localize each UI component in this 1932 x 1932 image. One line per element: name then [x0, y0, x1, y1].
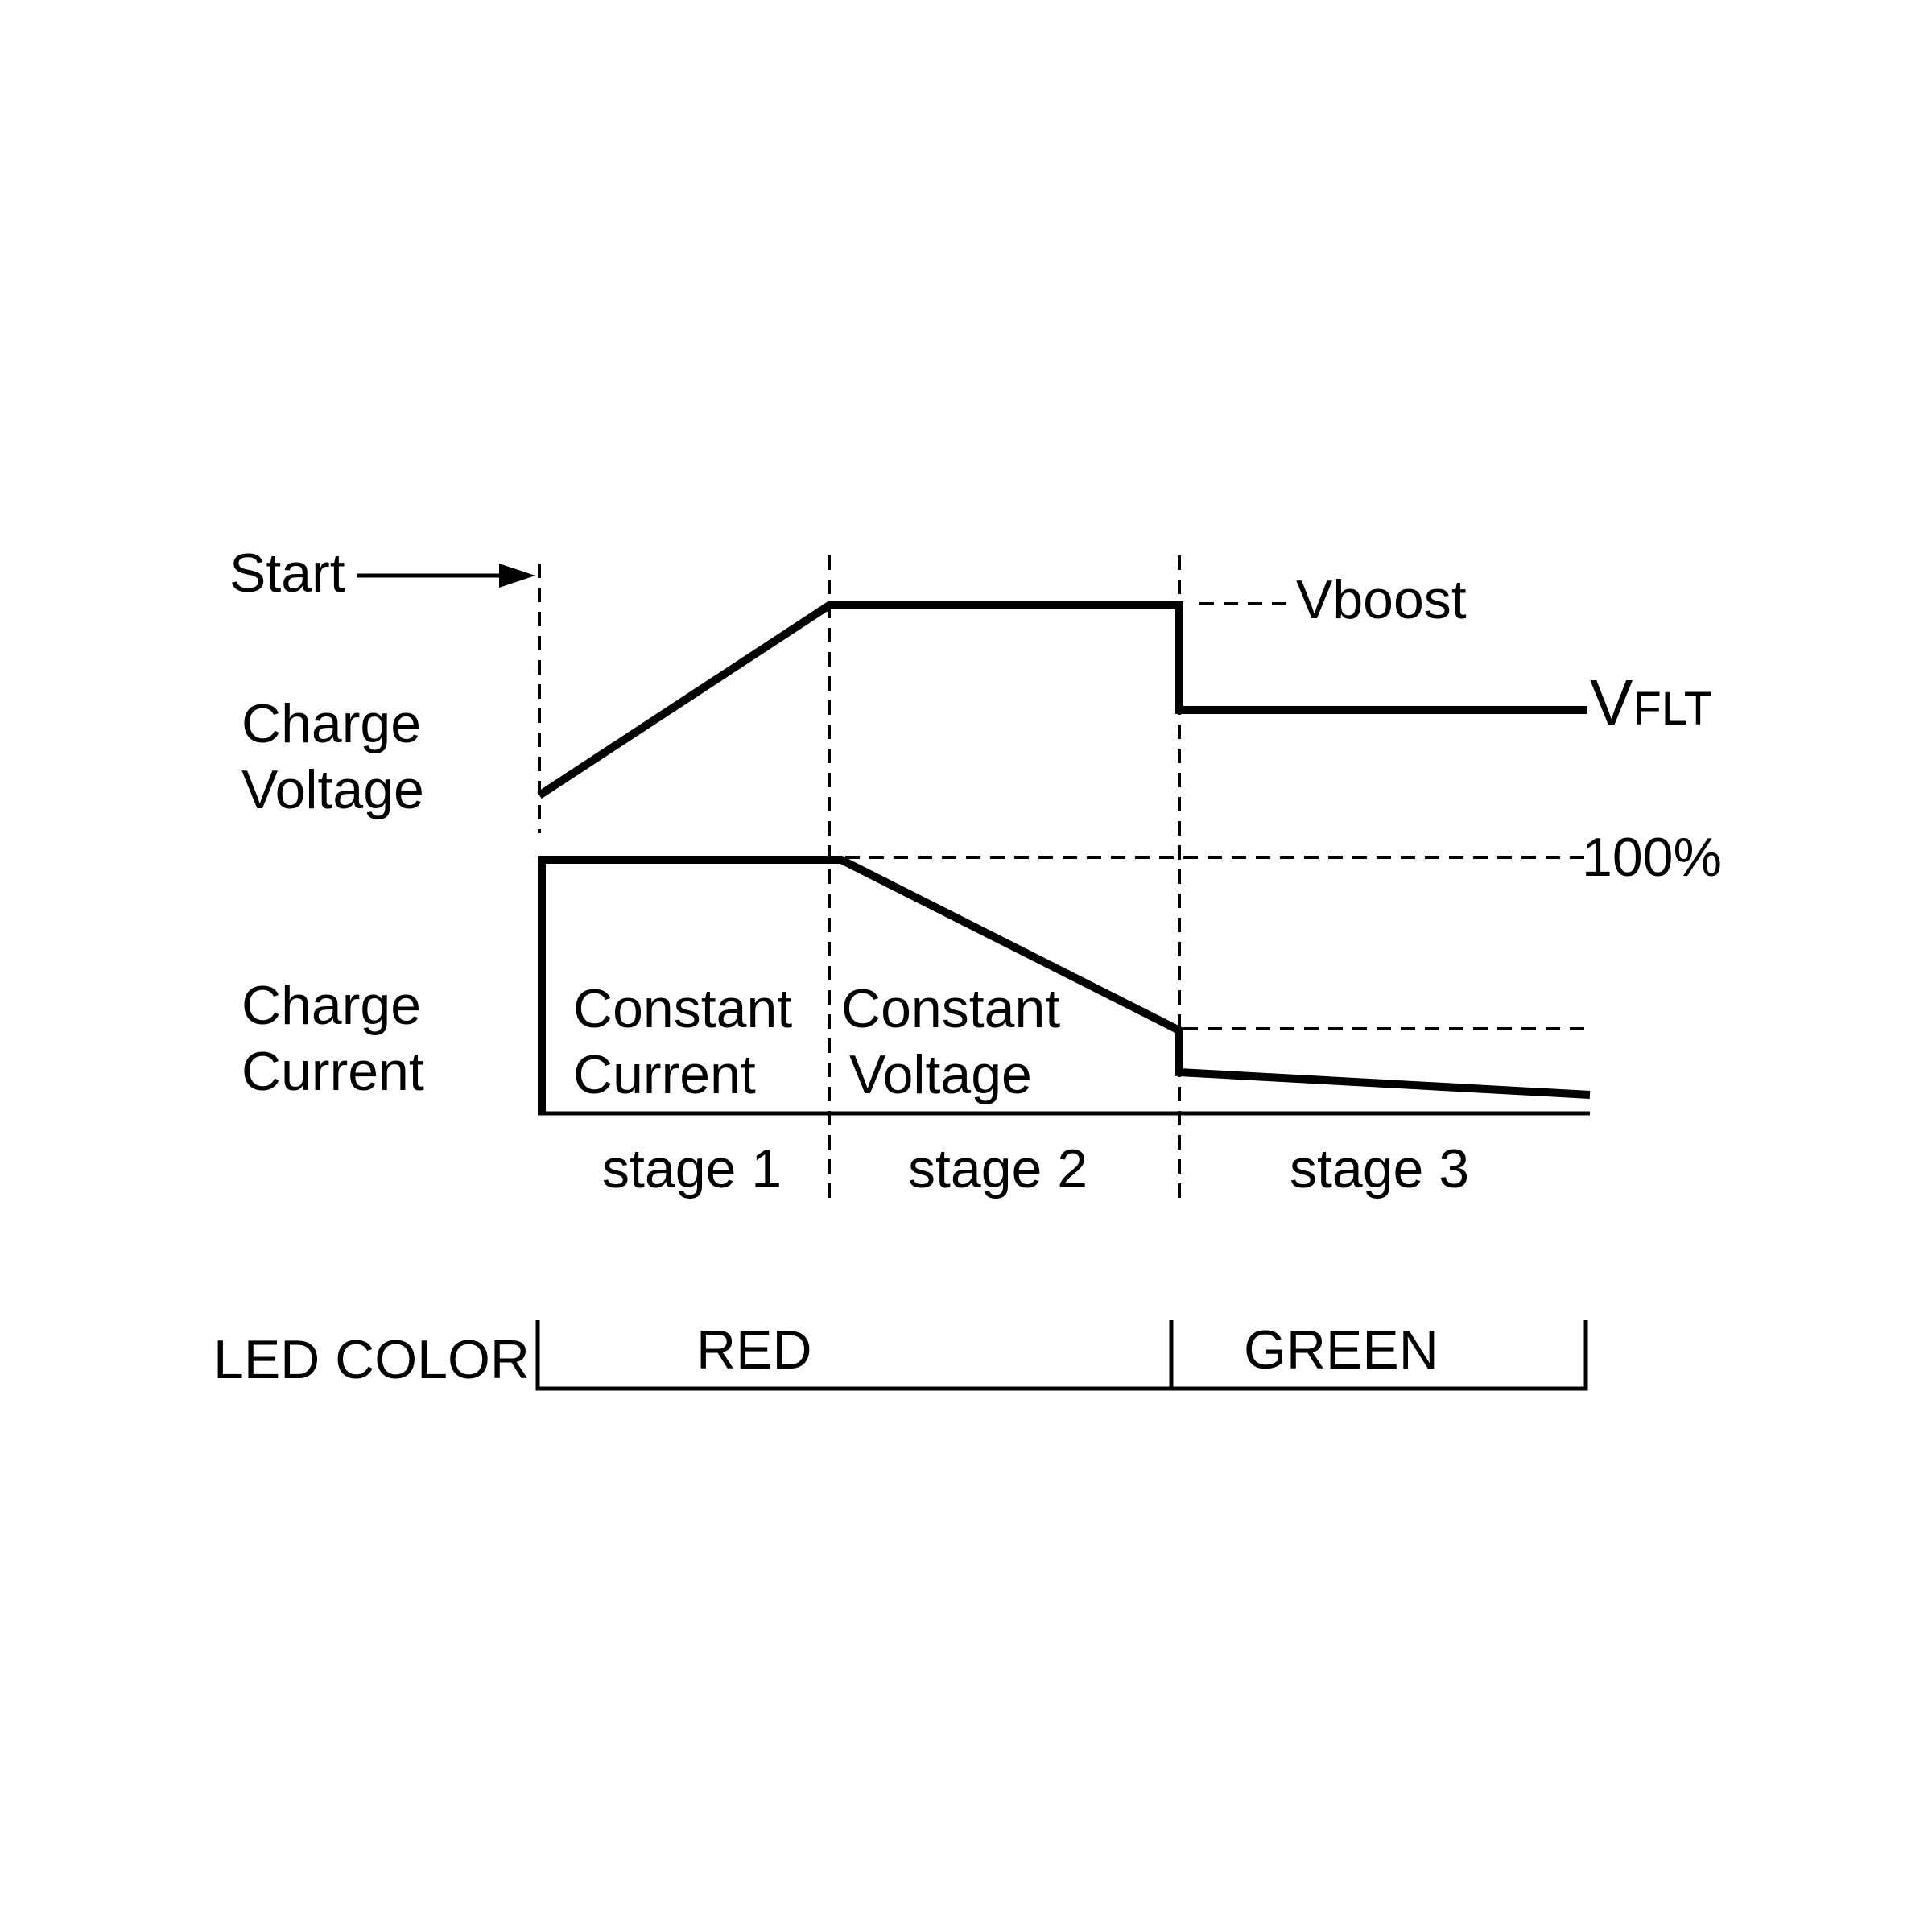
- led-green-label: GREEN: [1244, 1319, 1439, 1381]
- vflt-subscript: FLT: [1633, 683, 1712, 735]
- vflt-label: VFLT: [1590, 667, 1712, 738]
- charge-current-label-line1: Charge: [242, 975, 421, 1036]
- stage-3-label: stage 3: [1290, 1138, 1469, 1199]
- led-color-bracket: [535, 1320, 1588, 1391]
- constant-voltage-label-line2: Voltage: [849, 1044, 1032, 1105]
- constant-current-label-line1: Constant: [573, 978, 792, 1039]
- start-arrowhead-icon: [499, 564, 535, 588]
- start-label: Start: [229, 543, 345, 604]
- constant-current-label-line2: Current: [573, 1044, 756, 1105]
- stage-1-label: stage 1: [602, 1138, 782, 1199]
- vboost-label: Vboost: [1296, 569, 1467, 630]
- led-red-label: RED: [696, 1319, 812, 1381]
- charge-voltage-label-line1: Charge: [242, 693, 421, 754]
- charge-voltage-trace: [537, 601, 1587, 799]
- percent-100-label: 100%: [1582, 827, 1722, 888]
- vflt-v: V: [1590, 667, 1633, 738]
- charge-voltage-label-line2: Voltage: [242, 759, 424, 820]
- charge-current-trace: [538, 856, 1591, 1115]
- charge-current-label-line2: Current: [242, 1041, 424, 1102]
- constant-voltage-label-line1: Constant: [841, 978, 1060, 1039]
- stage-2-label: stage 2: [908, 1138, 1088, 1199]
- led-color-label: LED COLOR: [213, 1329, 530, 1390]
